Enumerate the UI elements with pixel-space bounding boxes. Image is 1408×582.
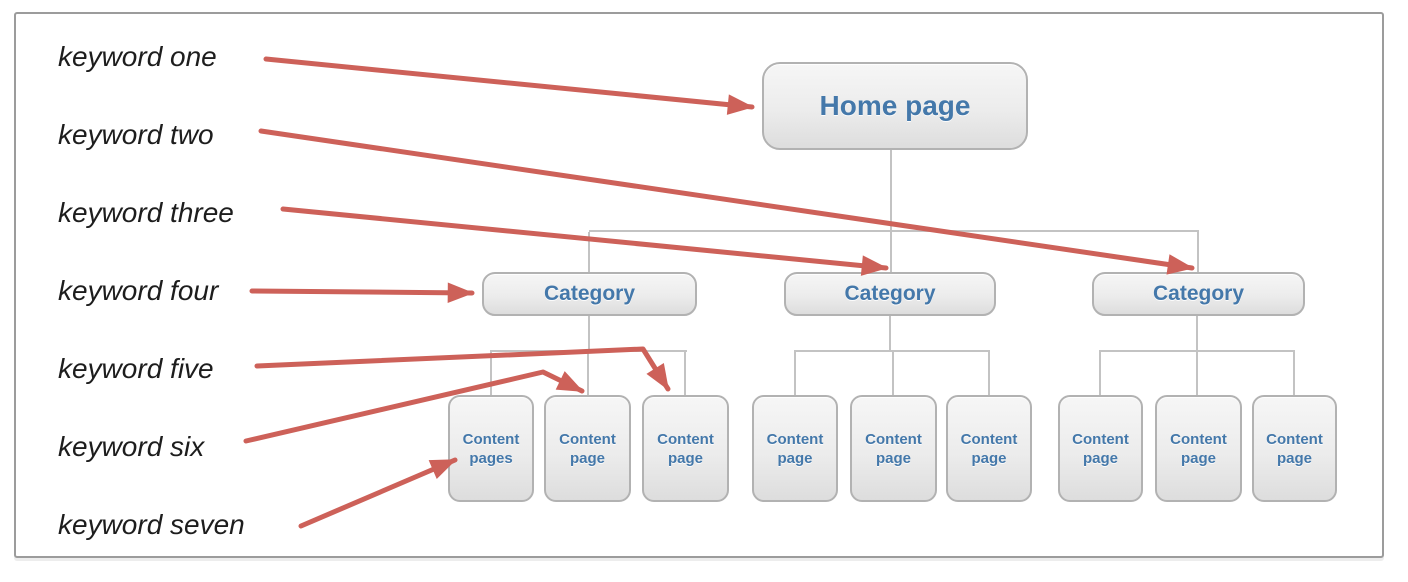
connector-line — [1197, 232, 1199, 272]
connector-line — [588, 232, 590, 272]
keyword-label-four: keyword four — [58, 275, 219, 306]
connector-line — [1196, 352, 1198, 395]
connector-line — [1196, 316, 1198, 351]
keyword-label-five: keyword five — [58, 353, 214, 384]
content-page-node-1-1: Content pages — [448, 395, 534, 502]
keyword-label-six: keyword six — [58, 431, 205, 462]
connector-line — [587, 352, 589, 395]
connector-line — [890, 150, 892, 272]
content-page-node-2-1: Content page — [752, 395, 838, 502]
category-node-2: Category — [784, 272, 996, 316]
connector-line — [589, 230, 1199, 232]
content-page-node-3-3: Content page — [1252, 395, 1337, 502]
content-page-node-2-3: Content page — [946, 395, 1032, 502]
category-node-1: Category — [482, 272, 697, 316]
home-page-node: Home page — [762, 62, 1028, 150]
keyword-label-seven: keyword seven — [58, 509, 245, 540]
connector-line — [988, 352, 990, 395]
keyword-label-three: keyword three — [58, 197, 234, 228]
content-page-node-2-2: Content page — [850, 395, 937, 502]
connector-line — [892, 352, 894, 395]
connector-line — [588, 316, 590, 351]
connector-line — [889, 316, 891, 351]
connector-line — [1099, 352, 1101, 395]
connector-line — [490, 352, 492, 395]
connector-line — [794, 352, 796, 395]
connector-line — [1293, 352, 1295, 395]
category-node-3: Category — [1092, 272, 1305, 316]
content-page-node-1-3: Content page — [642, 395, 729, 502]
keyword-label-two: keyword two — [58, 119, 214, 150]
keyword-label-one: keyword one — [58, 41, 217, 72]
connector-line — [794, 350, 990, 352]
content-page-node-3-2: Content page — [1155, 395, 1242, 502]
content-page-node-1-2: Content page — [544, 395, 631, 502]
connector-line — [1099, 350, 1295, 352]
connector-line — [684, 352, 686, 395]
content-page-node-3-1: Content page — [1058, 395, 1143, 502]
